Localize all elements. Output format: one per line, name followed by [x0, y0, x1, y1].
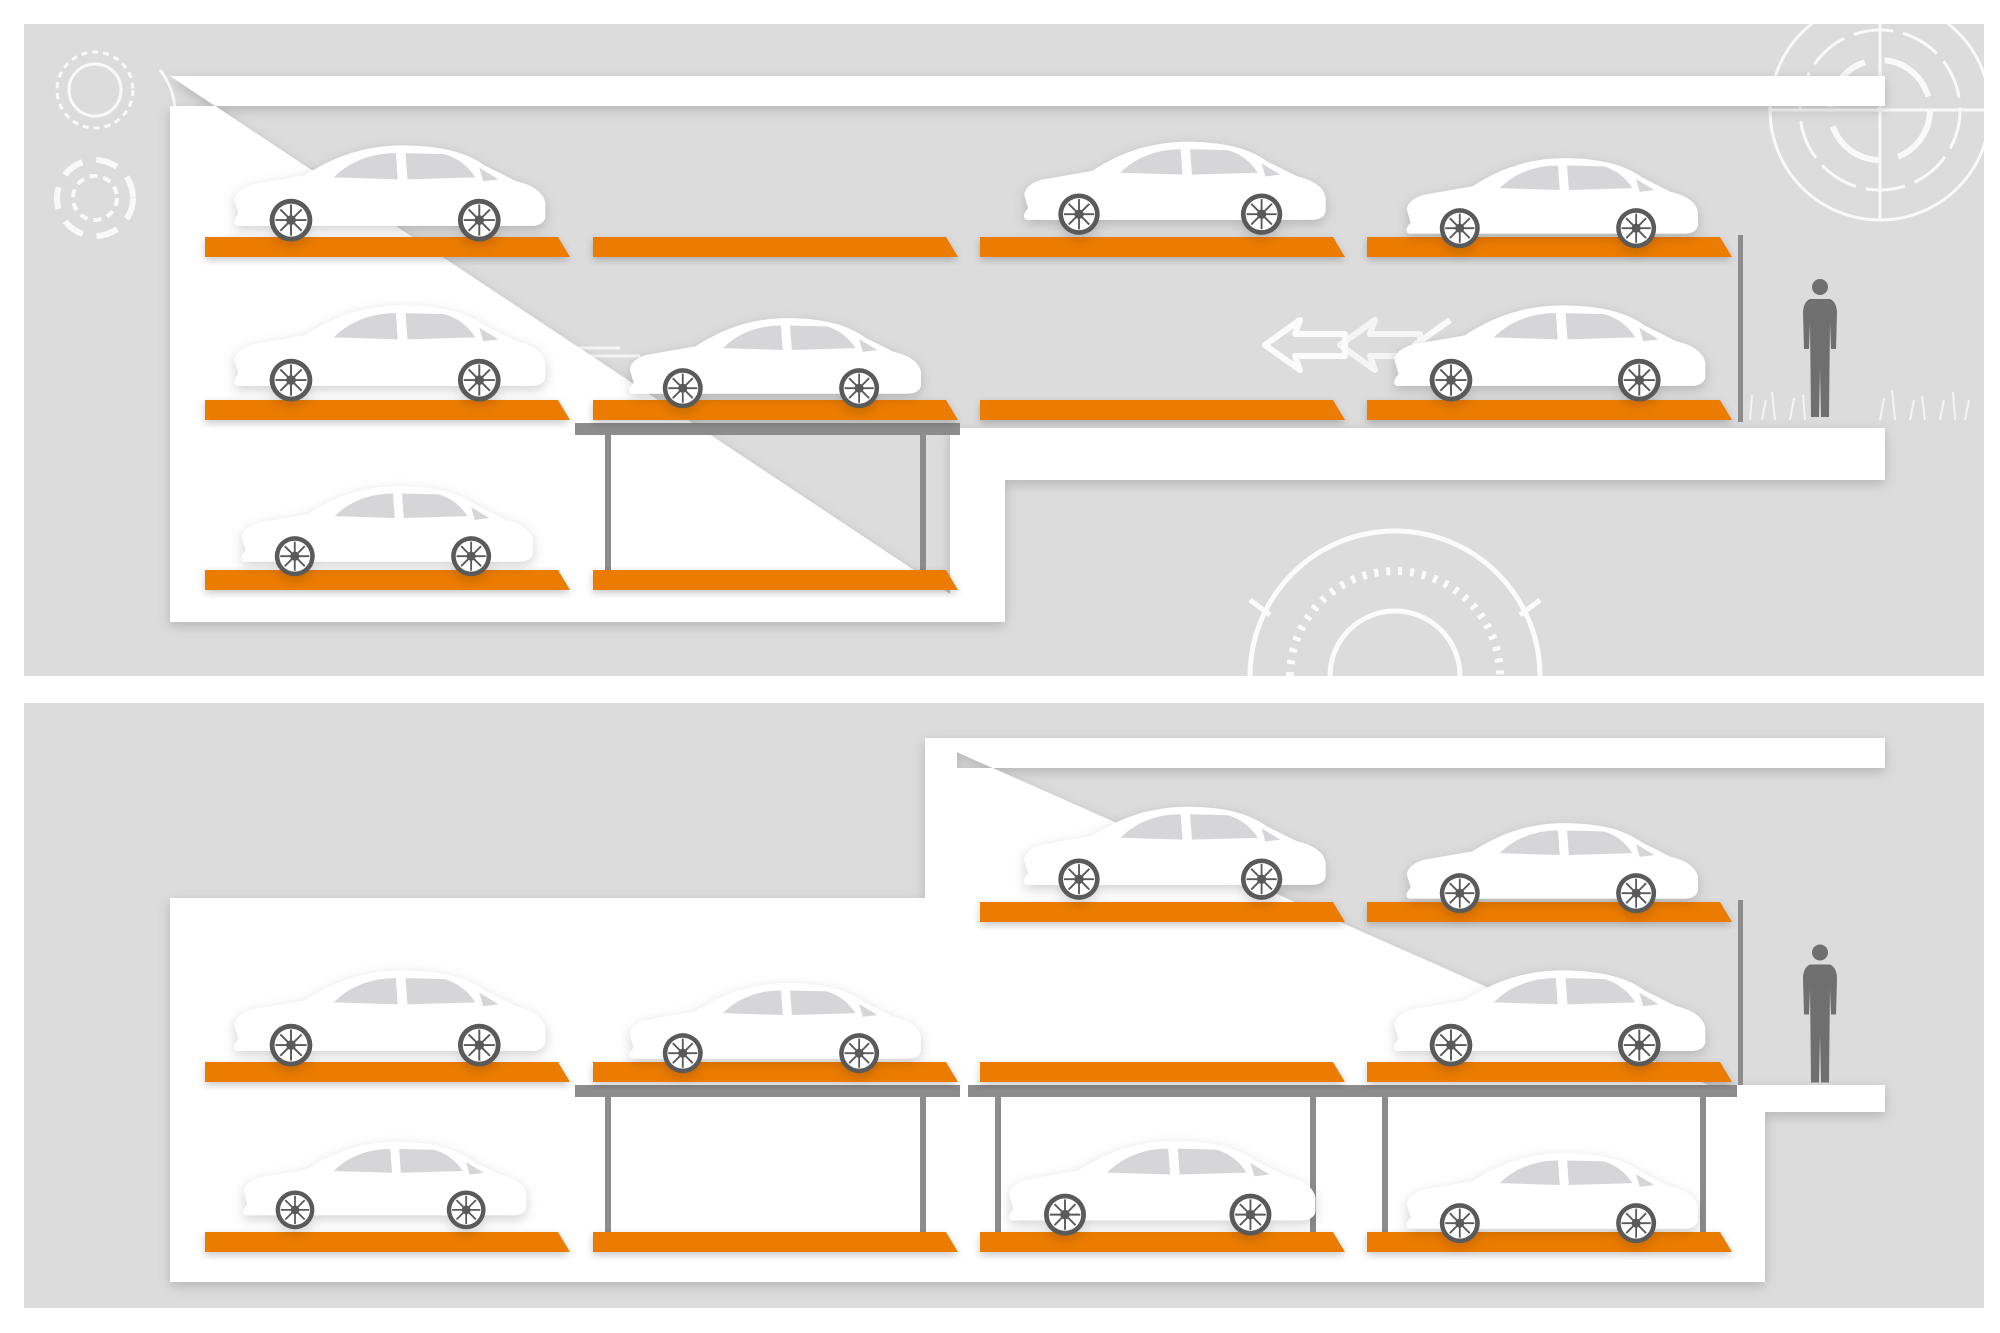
lift-post — [1310, 1097, 1316, 1232]
parking-platform-icon — [1367, 1232, 1732, 1252]
lift-post — [1700, 1097, 1706, 1232]
lift-post — [920, 1097, 926, 1232]
parking-platform-icon — [205, 237, 570, 257]
parking-platform-icon — [593, 570, 958, 590]
bottom-structure — [170, 738, 1885, 1282]
lift-post — [1738, 235, 1743, 422]
parking-platform-icon — [980, 1062, 1345, 1082]
parking-platform-icon — [980, 1232, 1345, 1252]
decorative-gauge-icon — [1768, 0, 1992, 222]
lift-post — [605, 435, 611, 570]
top-structure — [170, 76, 1885, 622]
parking-platform-icon — [1367, 1062, 1732, 1082]
parking-platform-icon — [205, 1062, 570, 1082]
decorative-gauge-icon — [54, 50, 177, 239]
lift-post — [575, 1085, 960, 1097]
lift-post — [1352, 1085, 1737, 1097]
lift-post — [920, 435, 926, 570]
parking-platform-icon — [593, 1232, 958, 1252]
parking-platform-icon — [205, 570, 570, 590]
parking-platform-icon — [980, 237, 1345, 257]
lift-post — [1382, 1097, 1388, 1232]
parking-platform-icon — [1367, 400, 1732, 420]
parking-platform-icon — [980, 902, 1345, 922]
lift-post — [605, 1097, 611, 1232]
lift-post — [575, 423, 960, 435]
parking-platform-icon — [593, 400, 958, 420]
parking-platform-icon — [593, 237, 958, 257]
parking-platform-icon — [1367, 902, 1732, 922]
parking-platform-icon — [205, 1232, 570, 1252]
parking-platform-icon — [593, 1062, 958, 1082]
lift-post — [968, 1085, 1353, 1097]
lift-post — [995, 1097, 1001, 1232]
lift-post — [1738, 900, 1743, 1085]
decorative-gauge-icon — [1247, 528, 1543, 677]
parking-platform-icon — [980, 400, 1345, 420]
parking-platform-icon — [1367, 237, 1732, 257]
parking-platform-icon — [205, 400, 570, 420]
decorative-grass — [1749, 389, 1970, 421]
